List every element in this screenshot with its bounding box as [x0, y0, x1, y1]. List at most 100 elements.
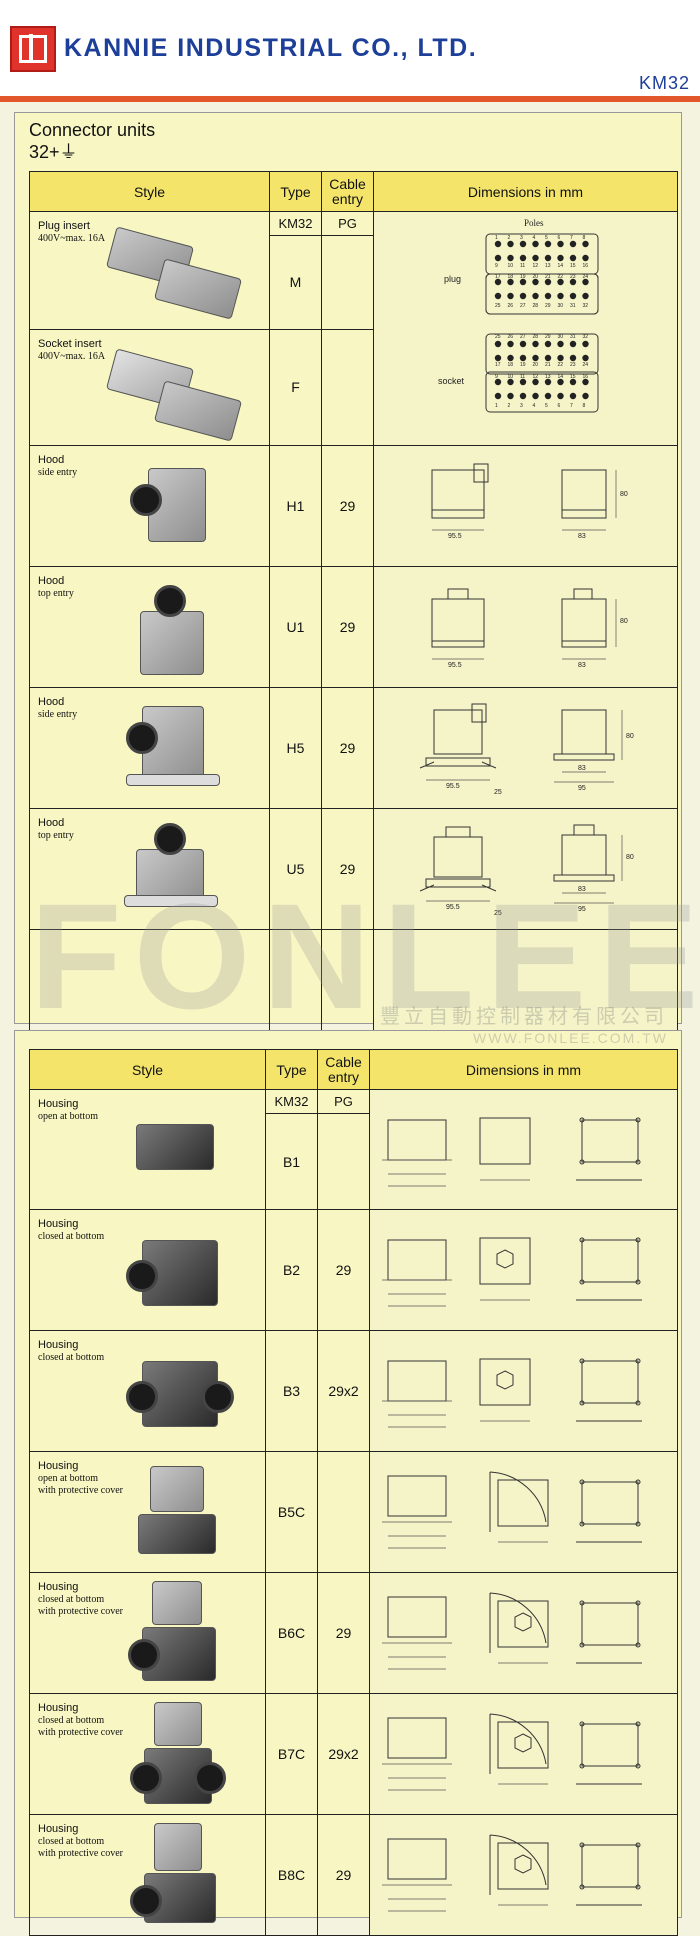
- item-name: Hood: [38, 454, 65, 466]
- cable-gland-icon: [194, 1762, 226, 1794]
- cable-u5: 29: [321, 808, 374, 930]
- item-desc: 400V~max. 16A: [38, 350, 106, 362]
- housing-panel: Style Type Cable entry Dimensions in mm …: [14, 1030, 682, 1936]
- pole-pin: [582, 378, 589, 386]
- cable-u1: 29: [321, 566, 374, 688]
- pole-pin: [582, 278, 589, 286]
- pole-pin: [519, 340, 527, 348]
- pole-pin: [519, 378, 527, 386]
- connector-table: Style Type Cable entry Dimensions in mm …: [29, 171, 678, 1044]
- pole-number: 32: [583, 334, 589, 340]
- pole-number: 15: [570, 263, 576, 269]
- pole-number: 8: [583, 235, 586, 241]
- pole-pin: [532, 292, 539, 300]
- pole-number: 4: [533, 403, 536, 409]
- pole-number: 21: [545, 274, 551, 280]
- pole-pin: [582, 240, 589, 248]
- pole-pin: [582, 254, 589, 262]
- svg-text:25: 25: [494, 789, 502, 796]
- pole-pin: [519, 292, 527, 300]
- pole-pin: [519, 354, 527, 362]
- header-rule: [0, 96, 700, 102]
- pole-number: 31: [570, 334, 576, 340]
- type-f: F: [269, 328, 322, 446]
- cable-m: [321, 234, 374, 330]
- pole-number: 23: [570, 274, 576, 280]
- item-name: Housing: [38, 1823, 79, 1835]
- item-desc: open at bottom: [38, 1111, 98, 1122]
- type-u5: U5: [269, 808, 322, 930]
- pole-number: 16: [583, 374, 589, 380]
- pole-number: 16: [583, 263, 589, 269]
- pole-pin: [494, 240, 502, 248]
- pole-number: 6: [558, 235, 561, 241]
- pole-pin: [544, 278, 552, 286]
- item-desc: side entry: [38, 709, 78, 720]
- pole-number: 5: [545, 235, 548, 241]
- cable-b7c: 29x2: [317, 1693, 370, 1815]
- cable-b8c: 29: [317, 1814, 370, 1936]
- pole-number: 23: [570, 362, 576, 368]
- cable-gland-icon: [130, 484, 162, 516]
- pole-pin: [507, 354, 514, 362]
- svg-text:80: 80: [620, 618, 628, 625]
- pole-number: 26: [508, 303, 514, 309]
- pole-pin: [507, 278, 514, 286]
- pole-pin: [582, 392, 589, 400]
- pole-pin: [519, 240, 527, 248]
- pole-number: 14: [558, 374, 564, 380]
- dims-b6c: [369, 1572, 678, 1694]
- svg-text:95: 95: [578, 785, 586, 792]
- pole-number: 14: [558, 263, 564, 269]
- pole-pin: [507, 254, 514, 262]
- socket-insert-image-2: [153, 379, 243, 442]
- pole-number: 5: [545, 403, 548, 409]
- pole-pin: [494, 378, 502, 386]
- svg-text:95: 95: [578, 906, 586, 913]
- dims-b7c: [369, 1693, 678, 1815]
- pole-number: 30: [558, 303, 564, 309]
- pole-number: 4: [533, 235, 536, 241]
- item-name: Socket insert: [38, 337, 102, 350]
- protective-cover-image: [152, 1581, 202, 1625]
- pole-pin: [532, 278, 539, 286]
- pole-pin: [557, 292, 564, 300]
- pole-pin: [557, 378, 564, 386]
- pole-pin: [507, 292, 514, 300]
- pole-number: 19: [520, 274, 526, 280]
- company-logo: [10, 26, 56, 72]
- pole-pin: [569, 378, 577, 386]
- item-desc: closed at bottom: [38, 1594, 105, 1605]
- empty-cell: [29, 929, 270, 1044]
- protective-cover-image: [154, 1823, 202, 1871]
- pole-number: 25: [495, 303, 501, 309]
- pole-number: 24: [583, 362, 589, 368]
- pole-pin: [557, 240, 564, 248]
- pole-pin: [494, 292, 502, 300]
- pole-pin: [544, 354, 552, 362]
- section-subtitle: 32+⏚: [29, 142, 78, 162]
- pole-pin: [494, 278, 502, 286]
- item-name: Housing: [38, 1460, 79, 1472]
- cable-h5: 29: [321, 687, 374, 809]
- pole-pin: [582, 292, 589, 300]
- type-b2: B2: [265, 1209, 318, 1331]
- item-name: Housing: [38, 1218, 79, 1230]
- pole-number: 13: [545, 374, 551, 380]
- pole-pin: [532, 340, 539, 348]
- col-cable: Cable entry: [321, 171, 374, 212]
- pole-pin: [532, 392, 539, 400]
- item-name: Housing: [38, 1581, 79, 1593]
- pole-number: 17: [495, 274, 501, 280]
- dims-b8c: [369, 1814, 678, 1936]
- pole-pin: [582, 354, 589, 362]
- pole-pin: [532, 240, 539, 248]
- housing-b1-image: [136, 1124, 214, 1170]
- pole-pin: [494, 254, 502, 262]
- item-desc: open at bottom: [38, 1473, 98, 1484]
- pole-number: 6: [558, 403, 561, 409]
